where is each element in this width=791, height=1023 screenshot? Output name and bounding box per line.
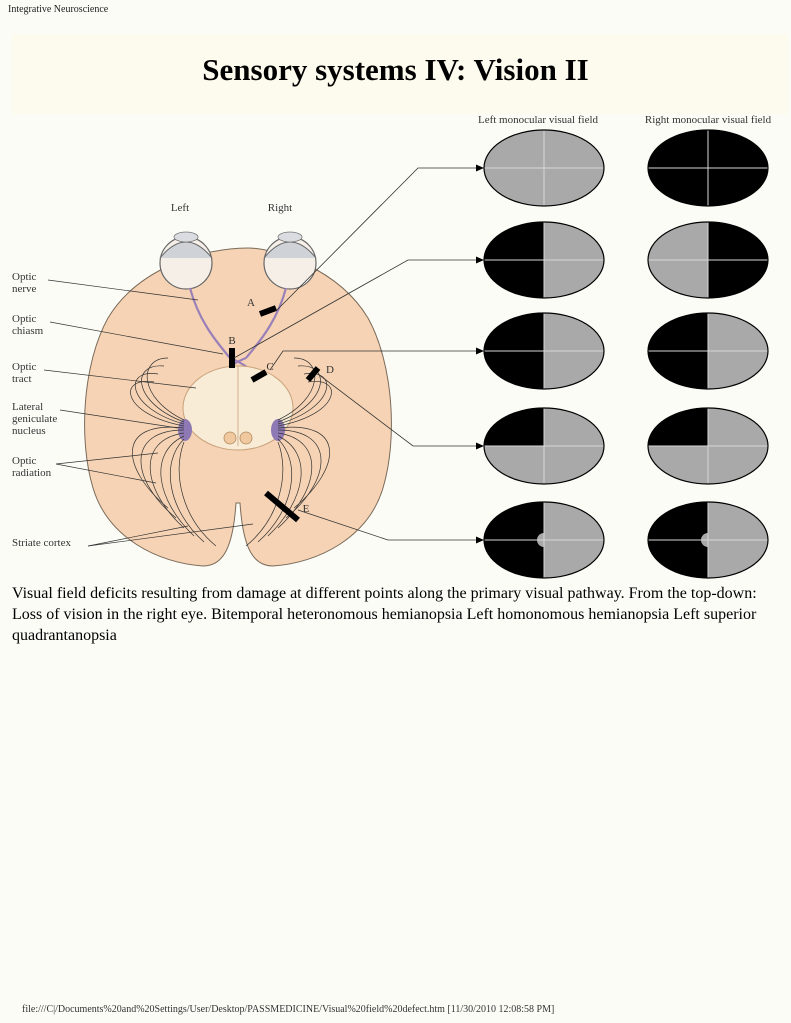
footer-path: file:///C|/Documents%20and%20Settings/Us…: [22, 1004, 554, 1015]
optic-tract-label-2: tract: [12, 373, 32, 385]
figure-caption: Visual field deficits resulting from dam…: [12, 583, 782, 646]
lgn-label-3: nucleus: [12, 425, 46, 437]
striate-cortex-label: Striate cortex: [12, 537, 71, 549]
lesion-letter-D: D: [326, 364, 334, 376]
right-eye: [264, 232, 316, 289]
structure-labels: Optic nerve Optic chiasm Optic tract Lat…: [12, 271, 71, 549]
optic-radiation-label-1: Optic: [12, 455, 37, 467]
lesion-letter-C: C: [266, 361, 273, 373]
arrowhead-C: [476, 348, 484, 355]
page-title: Sensory systems IV: Vision II: [0, 52, 791, 88]
left-eye: [160, 232, 212, 289]
optic-nerve-label-2: nerve: [12, 283, 37, 295]
optic-nerve-label-1: Optic: [12, 271, 37, 283]
optic-chiasm-label-1: Optic: [12, 313, 37, 325]
figure-canvas: Left monocular visual field Right monocu…: [8, 108, 791, 580]
running-header: Integrative Neuroscience: [8, 4, 108, 15]
optic-chiasm-label-2: chiasm: [12, 325, 44, 337]
visual-field-grid: [484, 130, 768, 578]
arrowhead-B: [476, 257, 484, 264]
lesion-letter-B: B: [228, 335, 235, 347]
optic-tract-label-1: Optic: [12, 361, 37, 373]
lgn-label-1: Lateral: [12, 401, 43, 413]
lgn-label-2: geniculate: [12, 413, 57, 425]
optic-radiation-label-2: radiation: [12, 467, 52, 479]
right-field-header: Right monocular visual field: [645, 114, 772, 126]
left-side-label: Left: [171, 202, 189, 214]
arrowhead-E: [476, 537, 484, 544]
lesion-letter-A: A: [247, 297, 255, 309]
left-field-header: Left monocular visual field: [478, 114, 599, 126]
right-side-label: Right: [268, 202, 292, 214]
visual-pathway-figure: Left monocular visual field Right monocu…: [8, 108, 791, 580]
arrowhead-A: [476, 165, 484, 172]
arrowhead-D: [476, 443, 484, 450]
